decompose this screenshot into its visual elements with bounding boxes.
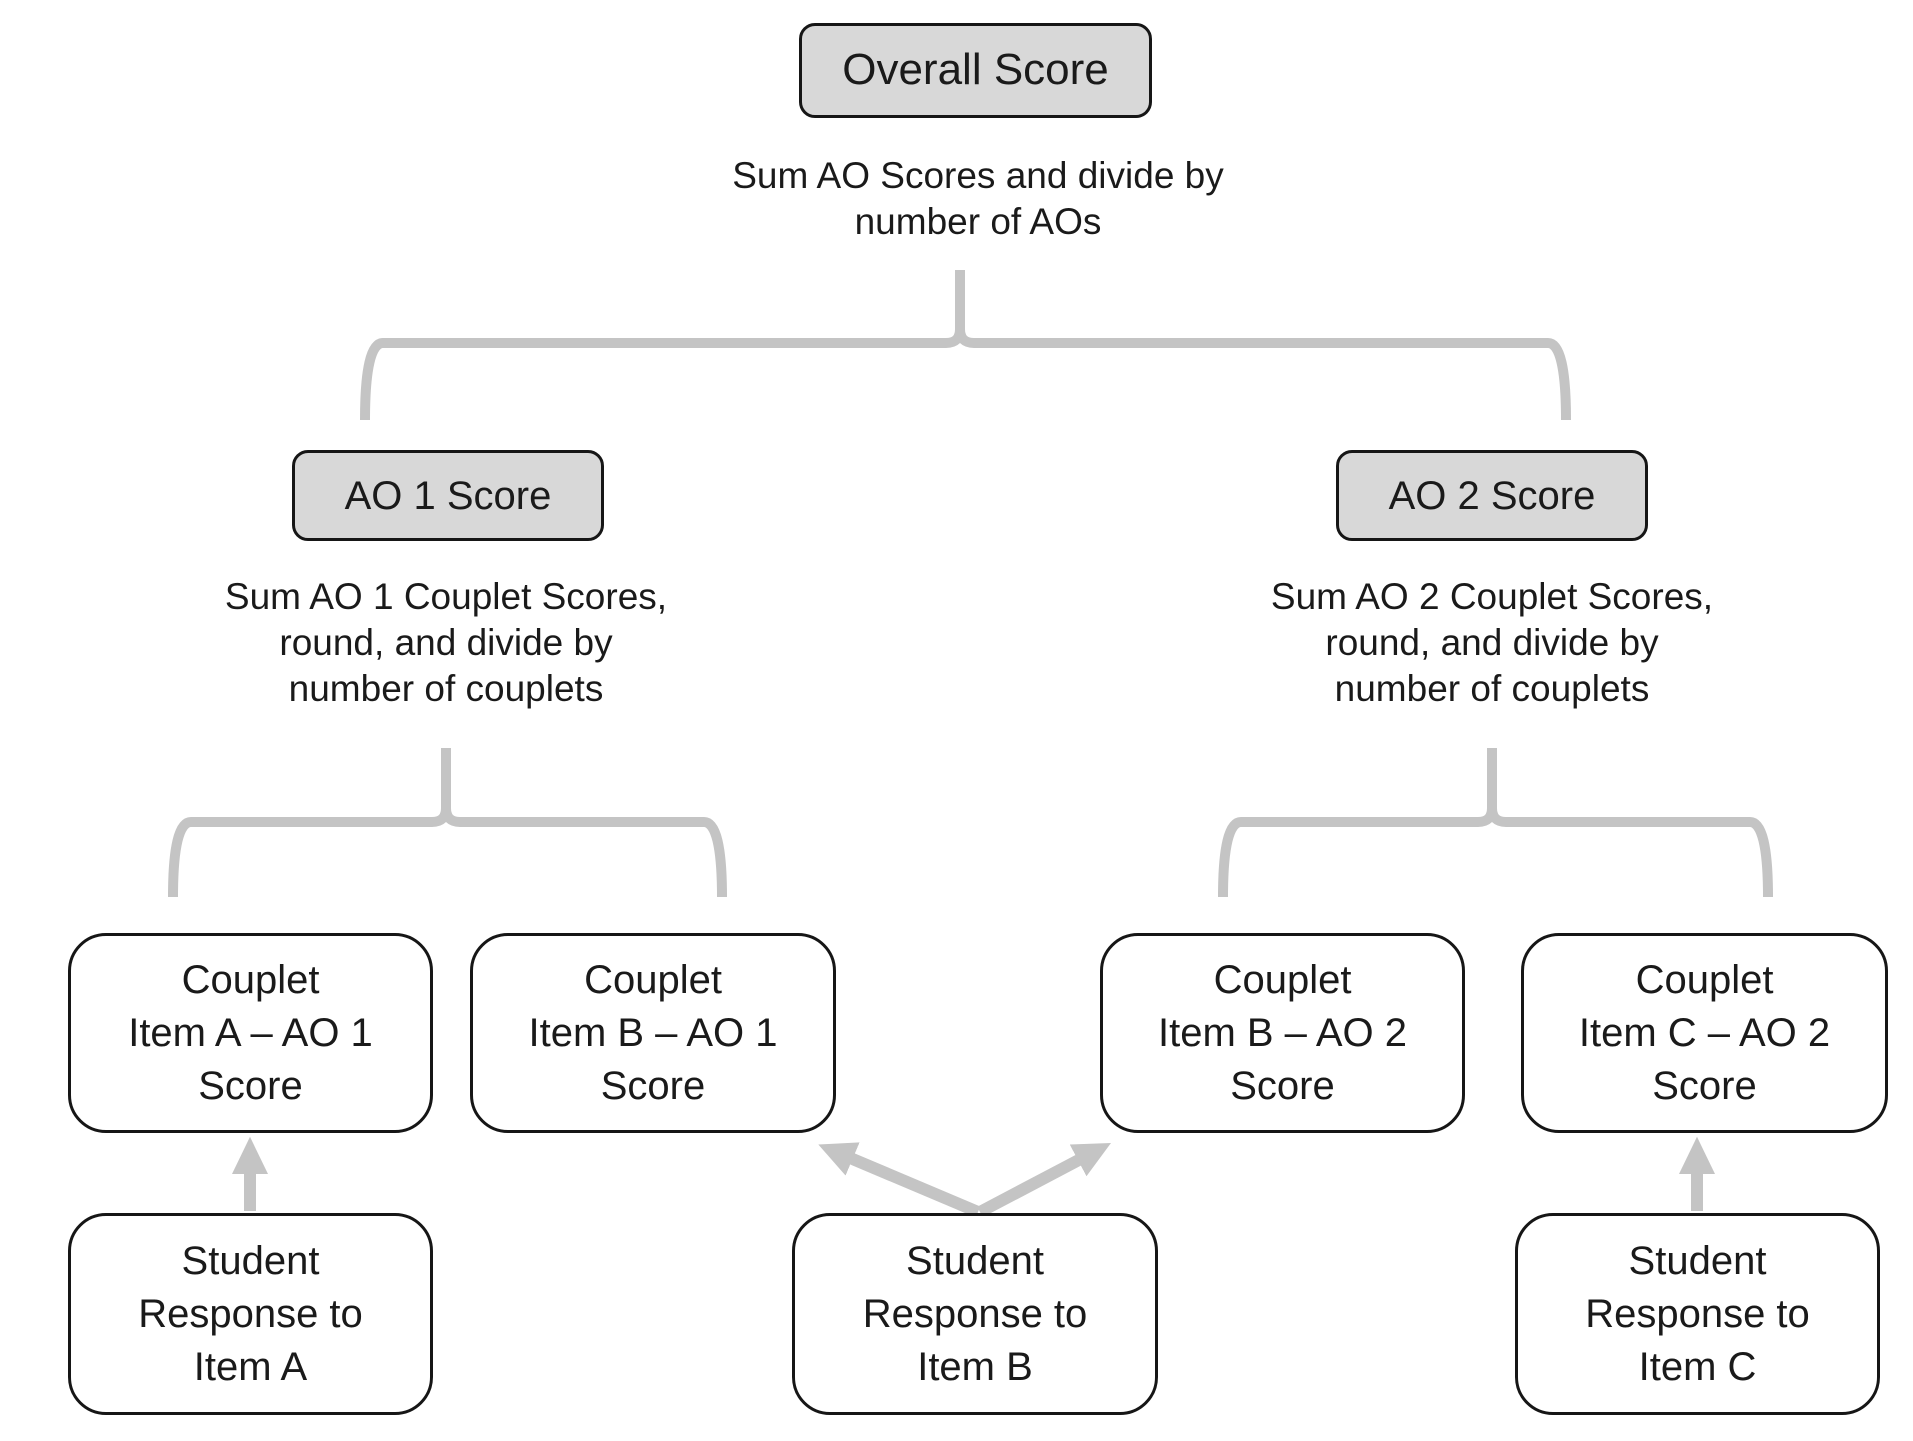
brace-ao2	[1218, 748, 1773, 898]
couplet-line: Couplet	[1213, 957, 1352, 1002]
student-line: Response to	[862, 1291, 1088, 1336]
student-response-item-a-node: Student Response to Item A	[68, 1213, 433, 1415]
couplet-line: Item C – AO 2	[1578, 1010, 1831, 1055]
ao2-score-note: Sum AO 2 Couplet Scores, round, and divi…	[1142, 574, 1842, 712]
student-line: Item A	[193, 1344, 308, 1389]
couplet-item-a-ao1-node: Couplet Item A – AO 1 Score	[68, 933, 433, 1133]
couplet-line: Couplet	[1635, 957, 1774, 1002]
couplet-line: Score	[600, 1063, 706, 1108]
student-response-item-c-node: Student Response to Item C	[1515, 1213, 1880, 1415]
arrow-item-b-to-ao2	[977, 1143, 1111, 1218]
couplet-line: Couplet	[181, 957, 320, 1002]
ao1-score-node: AO 1 Score	[292, 450, 604, 541]
couplet-item-b-ao1-node: Couplet Item B – AO 1 Score	[470, 933, 836, 1133]
student-line: Response to	[138, 1291, 363, 1336]
note-line: number of couplets	[1334, 668, 1650, 709]
ao2-score-label: AO 2 Score	[1388, 473, 1596, 518]
note-line: Sum AO 2 Couplet Scores,	[1270, 576, 1714, 617]
arrow-item-b-to-ao1	[818, 1142, 981, 1218]
note-line: number of AOs	[854, 201, 1102, 242]
student-response-item-b-node: Student Response to Item B	[792, 1213, 1158, 1415]
couplet-line: Score	[1652, 1063, 1757, 1108]
student-line: Student	[181, 1238, 320, 1283]
overall-score-label: Overall Score	[842, 45, 1109, 95]
couplet-line: Score	[198, 1063, 303, 1108]
couplet-line: Score	[1230, 1063, 1335, 1108]
note-line: Sum AO 1 Couplet Scores,	[224, 576, 668, 617]
note-line: round, and divide by	[1325, 622, 1659, 663]
student-line: Student	[1628, 1238, 1767, 1283]
ao2-score-node: AO 2 Score	[1336, 450, 1648, 541]
student-line: Response to	[1585, 1291, 1810, 1336]
ao1-score-label: AO 1 Score	[344, 473, 552, 518]
note-line: round, and divide by	[279, 622, 613, 663]
couplet-line: Item A – AO 1	[128, 1010, 373, 1055]
ao1-score-note: Sum AO 1 Couplet Scores, round, and divi…	[96, 574, 796, 712]
couplet-line: Couplet	[584, 957, 722, 1002]
brace-overall	[360, 270, 1571, 421]
overall-score-node: Overall Score	[799, 23, 1152, 118]
note-line: Sum AO Scores and divide by	[732, 155, 1224, 196]
student-line: Student	[906, 1238, 1044, 1283]
brace-ao1	[168, 748, 727, 898]
student-line: Item C	[1638, 1344, 1757, 1389]
couplet-line: Item B – AO 1	[528, 1010, 778, 1055]
overall-score-note: Sum AO Scores and divide by number of AO…	[628, 153, 1328, 245]
couplet-item-b-ao2-node: Couplet Item B – AO 2 Score	[1100, 933, 1465, 1133]
couplet-item-c-ao2-node: Couplet Item C – AO 2 Score	[1521, 933, 1888, 1133]
couplet-line: Item B – AO 2	[1157, 1010, 1407, 1055]
note-line: number of couplets	[288, 668, 604, 709]
student-line: Item B	[917, 1344, 1033, 1389]
